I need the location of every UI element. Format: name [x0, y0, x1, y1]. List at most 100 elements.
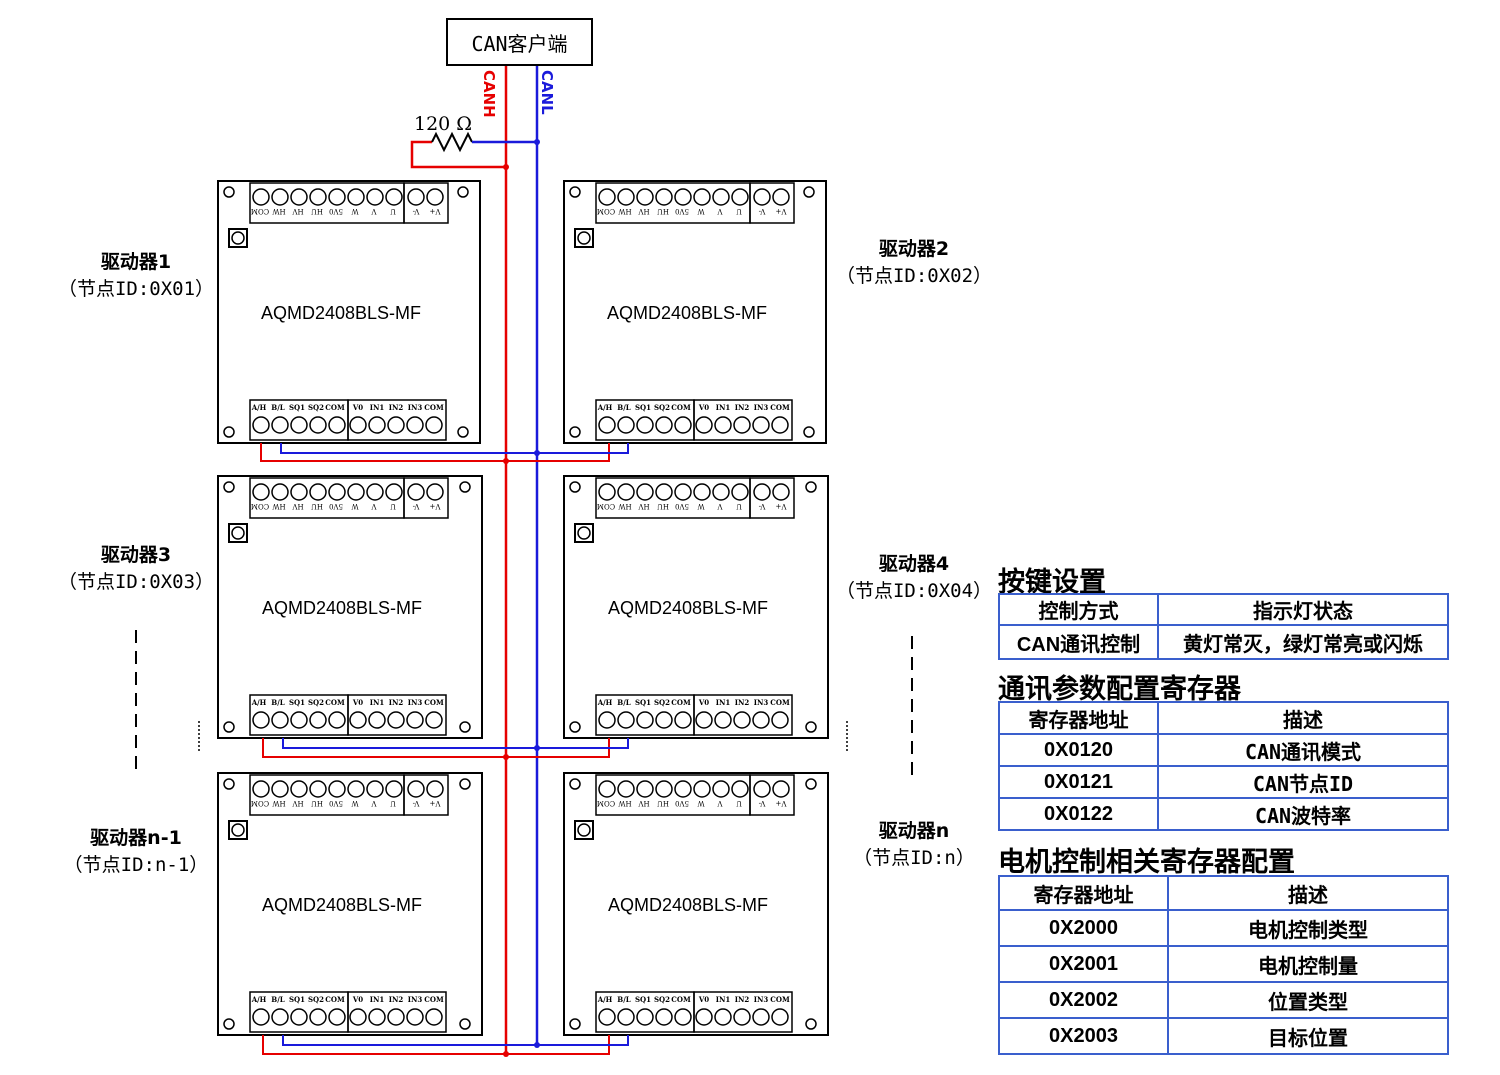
terminal-screw — [407, 483, 425, 501]
terminal-screw — [290, 1008, 308, 1026]
terminal-label: IN1 — [370, 995, 385, 1004]
table-header: 控制方式 — [998, 593, 1159, 626]
terminal-screw — [366, 780, 384, 798]
terminal-label: SQ2 — [308, 698, 324, 707]
terminal-screw — [252, 711, 270, 729]
terminal-screw — [655, 416, 673, 434]
io-connector — [693, 399, 793, 441]
driver-1-label: 驱动器1 （节点ID:0X01） — [56, 249, 216, 303]
terminal-label: IN2 — [735, 698, 750, 707]
terminal-screw — [271, 711, 289, 729]
table-cell: 0X2003 — [998, 1017, 1169, 1055]
resistor-lead-canh — [410, 140, 506, 169]
terminal-screw — [309, 188, 327, 206]
terminal-label: W — [697, 799, 705, 807]
motor-regs-title: 电机控制相关寄存器配置 — [998, 847, 1295, 878]
terminal-screw — [407, 188, 425, 206]
terminal-label: IN1 — [370, 698, 385, 707]
table-header: 描述 — [1167, 875, 1449, 911]
terminal-label: U — [736, 207, 742, 215]
mounting-hole — [223, 721, 235, 733]
mounting-hole — [223, 1018, 235, 1030]
mounting-hole — [803, 426, 815, 438]
terminal-screw — [695, 1008, 713, 1026]
mounting-hole — [457, 426, 469, 438]
terminal-screw — [387, 1008, 405, 1026]
mounting-hole — [805, 721, 817, 733]
mounting-hole — [459, 778, 471, 790]
table-row: CAN通讯控制 黄灯常灭，绿灯常亮或闪烁 — [998, 624, 1449, 660]
terminal-screw — [636, 188, 654, 206]
table-row: 0X2000 电机控制类型 — [998, 909, 1449, 947]
terminal-label: IN1 — [716, 403, 731, 412]
terminal-label: SQ2 — [308, 403, 324, 412]
mounting-hole — [459, 1018, 471, 1030]
terminal-screw — [385, 780, 403, 798]
driver-node-id: （节点ID:0X02） — [835, 265, 993, 287]
power-connector — [749, 477, 795, 519]
mounting-hole — [569, 426, 581, 438]
terminal-screw — [636, 711, 654, 729]
junction-dot — [534, 139, 540, 145]
terminal-label: V — [717, 799, 724, 807]
table-header: 寄存器地址 — [998, 875, 1169, 911]
can-client-box: CAN客户端 — [446, 18, 593, 66]
terminal-label: V0 — [352, 995, 363, 1004]
table-cell: CAN节点ID — [1157, 765, 1449, 799]
io-connector — [347, 694, 447, 736]
terminal-screw — [406, 416, 424, 434]
key-button-knob — [577, 823, 591, 837]
terminal-screw — [290, 416, 308, 434]
mounting-hole — [459, 721, 471, 733]
terminal-label: W — [351, 799, 359, 807]
canh-label: CANH — [480, 70, 498, 118]
power-connector — [749, 182, 795, 224]
terminal-label: U — [390, 502, 396, 510]
terminal-screw — [252, 416, 270, 434]
driver-node-id: （节点ID:0X03） — [57, 571, 215, 593]
terminal-screw — [752, 711, 770, 729]
terminal-label: HV — [637, 207, 649, 215]
motor-regs-table: 寄存器地址 描述 0X2000 电机控制类型 0X2001 电机控制量 0X20… — [998, 875, 1449, 1055]
mounting-hole — [223, 426, 235, 438]
terminal-screw — [328, 483, 346, 501]
terminal-label: IN3 — [408, 403, 423, 412]
terminal-screw — [695, 711, 713, 729]
bus-drop — [262, 1035, 629, 1057]
terminal-screw — [387, 711, 405, 729]
terminal-label: V — [371, 207, 378, 215]
terminal-screw — [328, 1008, 346, 1026]
terminal-label: COM — [251, 502, 269, 510]
driver-3-label: 驱动器3 （节点ID:0X03） — [56, 542, 216, 596]
terminal-screw — [368, 711, 386, 729]
junction-dot — [503, 164, 509, 170]
terminal-screw — [733, 416, 751, 434]
comm-params-title: 通讯参数配置寄存器 — [998, 674, 1241, 705]
terminal-screw — [349, 416, 367, 434]
terminal-label: V0 — [352, 698, 363, 707]
terminal-label: B/L — [617, 698, 630, 707]
table-row: 0X0122 CAN波特率 — [998, 797, 1449, 831]
terminal-screw — [406, 1008, 424, 1026]
terminal-screw — [714, 711, 732, 729]
terminal-screw — [752, 1008, 770, 1026]
terminal-screw — [328, 188, 346, 206]
junction-dot — [503, 458, 509, 464]
table-cell: CAN通讯控制 — [998, 624, 1159, 660]
driver-node-id: （节点ID:0X04） — [835, 580, 993, 602]
terminal-label: V0 — [698, 995, 709, 1004]
terminal-screw — [712, 780, 730, 798]
terminal-label: COM — [770, 698, 790, 707]
terminal-label: V — [371, 502, 378, 510]
terminal-label: HV — [637, 502, 649, 510]
terminal-label: V- — [758, 799, 766, 807]
terminal-screw — [385, 188, 403, 206]
junction-dot — [503, 754, 509, 760]
key-button — [228, 820, 248, 840]
driver-name: 驱动器n-1 — [90, 827, 182, 849]
terminal-label: U — [390, 799, 396, 807]
terminal-screw — [252, 483, 270, 501]
can-client-label: CAN客户端 — [471, 31, 568, 56]
